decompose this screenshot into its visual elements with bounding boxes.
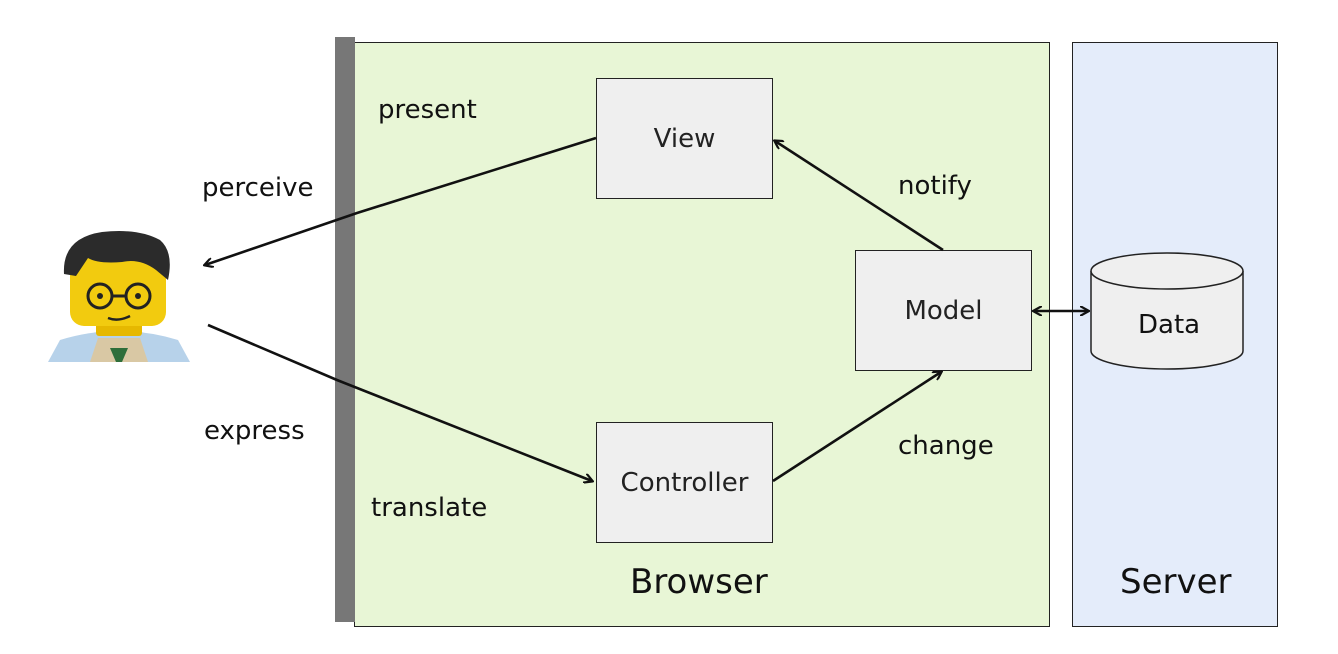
server-title: Server	[1120, 562, 1232, 602]
translate-label: translate	[371, 493, 488, 523]
user-figure-icon	[48, 231, 190, 362]
notify-label: notify	[898, 171, 972, 201]
view-box: View	[596, 78, 773, 199]
change-arrow	[772, 372, 941, 483]
perceive-label: perceive	[202, 173, 314, 203]
data-label: Data	[1138, 310, 1201, 340]
view-label: View	[653, 123, 716, 154]
browser-title: Browser	[630, 562, 768, 602]
screen-boundary-bar	[335, 37, 355, 622]
express-label: express	[204, 416, 305, 446]
express-arrow	[207, 323, 592, 481]
controller-box: Controller	[596, 422, 773, 543]
notify-arrow	[775, 141, 944, 252]
change-label: change	[898, 431, 994, 461]
controller-label: Controller	[620, 467, 749, 498]
perceive-arrow	[205, 136, 597, 265]
model-label: Model	[904, 295, 983, 326]
present-label: present	[378, 95, 477, 125]
data-cylinder	[1090, 252, 1244, 370]
